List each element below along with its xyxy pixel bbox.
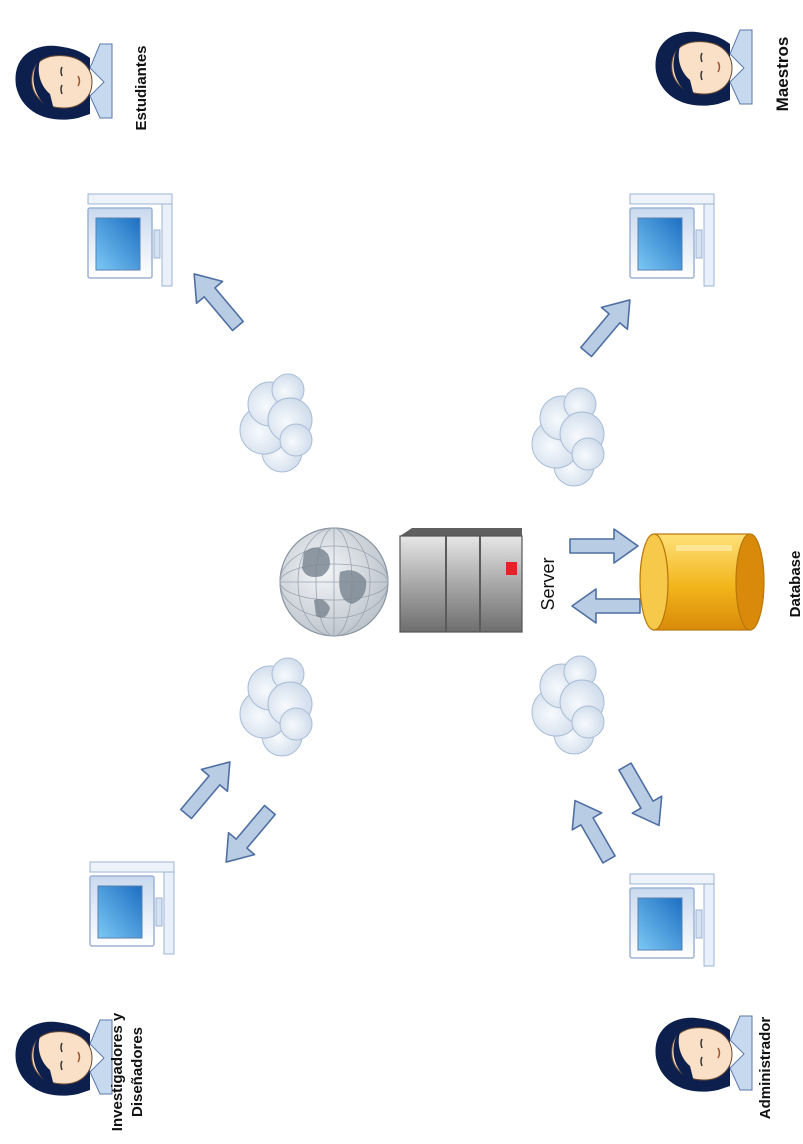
label-database: Database — [787, 551, 803, 618]
arrow-icon-investigadores-down — [213, 799, 283, 873]
label-administrador: Administrador — [757, 1017, 774, 1120]
arrow-icon-admin-up — [560, 792, 623, 868]
person-icon-estudiantes — [15, 44, 112, 120]
computer-icon-administrador — [630, 874, 714, 966]
label-maestros: Maestros — [773, 37, 792, 112]
person-icon-administrador — [655, 1016, 752, 1092]
label-investigadores-line1: Investigadores y — [109, 1012, 126, 1131]
label-server: Server — [538, 557, 558, 610]
arrow-icon-db-to-server — [572, 589, 640, 623]
computer-icon-maestros — [630, 194, 714, 286]
database-icon — [640, 534, 764, 630]
server-led — [506, 562, 517, 575]
arrow-icon-admin-down — [610, 758, 673, 834]
server-icon — [400, 528, 522, 632]
cloud-icon-bottom-left — [240, 658, 312, 756]
label-estudiantes: Estudiantes — [133, 45, 150, 130]
globe-icon — [280, 528, 388, 636]
computer-icon-estudiantes — [88, 194, 172, 286]
cloud-icon-bottom-right — [532, 656, 604, 754]
person-icon-investigadores — [15, 1020, 112, 1096]
arrow-icon-investigadores-up — [173, 751, 243, 825]
cloud-icon-top-left — [240, 374, 312, 472]
computer-icon-investigadores — [90, 862, 174, 954]
label-investigadores-line2: Diseñadores — [129, 1027, 146, 1117]
person-icon-maestros — [655, 30, 752, 106]
arrow-icon-to-estudiantes — [181, 263, 251, 337]
arrow-icon-to-maestros — [573, 289, 643, 363]
arrow-icon-server-to-db — [570, 529, 638, 563]
cloud-icon-top-right — [532, 388, 604, 486]
